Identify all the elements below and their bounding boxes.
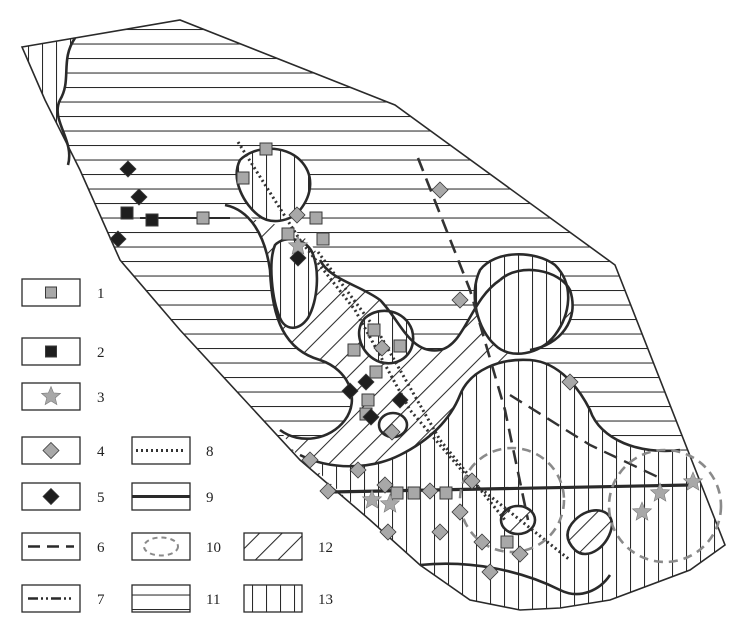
legend-number-10: 10	[206, 539, 221, 556]
gray-diamond	[451, 503, 469, 521]
gray-square	[347, 343, 361, 357]
gray-diamond	[379, 523, 397, 541]
black-diamond	[341, 382, 359, 400]
gray-diamond	[301, 451, 319, 469]
gray-square	[439, 486, 453, 500]
legend-number-8: 8	[206, 443, 214, 460]
line-type-9-solid	[329, 483, 691, 494]
black-diamond	[119, 160, 137, 178]
legend-gray-square	[45, 286, 57, 299]
gray-star	[379, 493, 401, 513]
gray-star	[682, 471, 704, 491]
gray-square	[390, 486, 404, 500]
gray-star	[649, 482, 671, 502]
legend-number-1: 1	[97, 285, 105, 302]
legend-item-13	[243, 584, 303, 613]
dashed-circle-a	[458, 446, 566, 554]
line-type-6-dashed-b	[509, 393, 661, 480]
gray-square	[196, 211, 210, 225]
legend-number-7: 7	[97, 591, 105, 608]
legend-item-4	[21, 436, 81, 465]
legend-item-1	[21, 278, 81, 307]
legend-item-11	[131, 584, 191, 613]
gray-star	[361, 489, 383, 509]
legend-number-13: 13	[318, 591, 333, 608]
legend-box	[131, 584, 191, 613]
gray-square	[236, 171, 250, 185]
gray-square	[369, 365, 383, 379]
gray-square	[259, 142, 273, 156]
legend-gray-diamond	[42, 441, 60, 460]
legend-number-4: 4	[97, 443, 105, 460]
gray-diamond	[451, 291, 469, 309]
legend-number-12: 12	[318, 539, 333, 556]
gray-diamond	[383, 423, 401, 441]
legend-gray-star	[40, 385, 62, 406]
legend-box	[243, 584, 303, 613]
black-square	[145, 213, 159, 227]
dashed-circle-b	[607, 448, 723, 564]
line-type-6-dashed	[416, 157, 530, 521]
gray-diamond	[561, 373, 579, 391]
legend-item-9	[131, 482, 191, 511]
gray-diamond	[473, 533, 491, 551]
legend-item-5	[21, 482, 81, 511]
gray-diamond	[349, 461, 367, 479]
gray-star	[287, 235, 309, 255]
legend-item-2	[21, 337, 81, 366]
gray-diamond	[431, 181, 449, 199]
linear-features	[140, 141, 691, 562]
legend	[21, 278, 303, 613]
gray-square	[407, 486, 421, 500]
gray-diamond	[431, 523, 449, 541]
gray-square	[281, 227, 295, 241]
gray-diamond	[288, 206, 306, 224]
gray-star	[631, 501, 653, 521]
gray-square	[500, 535, 514, 549]
gray-square	[393, 339, 407, 353]
legend-black-square	[45, 345, 57, 358]
legend-number-11: 11	[206, 591, 221, 608]
legend-number-2: 2	[97, 344, 105, 361]
gray-square	[309, 211, 323, 225]
legend-number-6: 6	[97, 539, 105, 556]
black-diamond	[109, 230, 127, 248]
legend-black-diamond	[42, 487, 60, 506]
point-symbols	[109, 142, 704, 581]
gray-diamond	[463, 472, 481, 490]
legend-number-3: 3	[97, 389, 105, 406]
legend-box	[21, 382, 81, 411]
black-diamond	[289, 249, 307, 267]
legend-item-12	[243, 532, 303, 561]
gray-diamond	[376, 476, 394, 494]
area-outline	[20, 19, 726, 611]
legend-box	[243, 532, 303, 561]
line-type-8-dotted	[236, 141, 571, 562]
legend-item-6	[21, 532, 81, 561]
legend-item-10	[131, 532, 191, 561]
gray-square	[361, 393, 375, 407]
black-diamond	[130, 188, 148, 206]
gray-diamond	[511, 545, 529, 563]
gray-diamond	[373, 339, 391, 357]
gray-square	[367, 323, 381, 337]
black-diamond	[391, 391, 409, 409]
black-square	[120, 206, 134, 220]
black-diamond	[362, 408, 380, 426]
legend-number-5: 5	[97, 489, 105, 506]
legend-number-9: 9	[206, 489, 214, 506]
legend-item-7	[21, 584, 81, 613]
legend-item-3	[21, 382, 81, 411]
legend-dashed-circle	[143, 536, 179, 557]
gray-diamond	[421, 482, 439, 500]
gray-diamond	[481, 563, 499, 581]
legend-item-8	[131, 436, 191, 465]
dashed-circles	[458, 446, 723, 564]
black-diamond	[357, 373, 375, 391]
gray-diamond	[319, 482, 337, 500]
gray-square	[316, 232, 330, 246]
